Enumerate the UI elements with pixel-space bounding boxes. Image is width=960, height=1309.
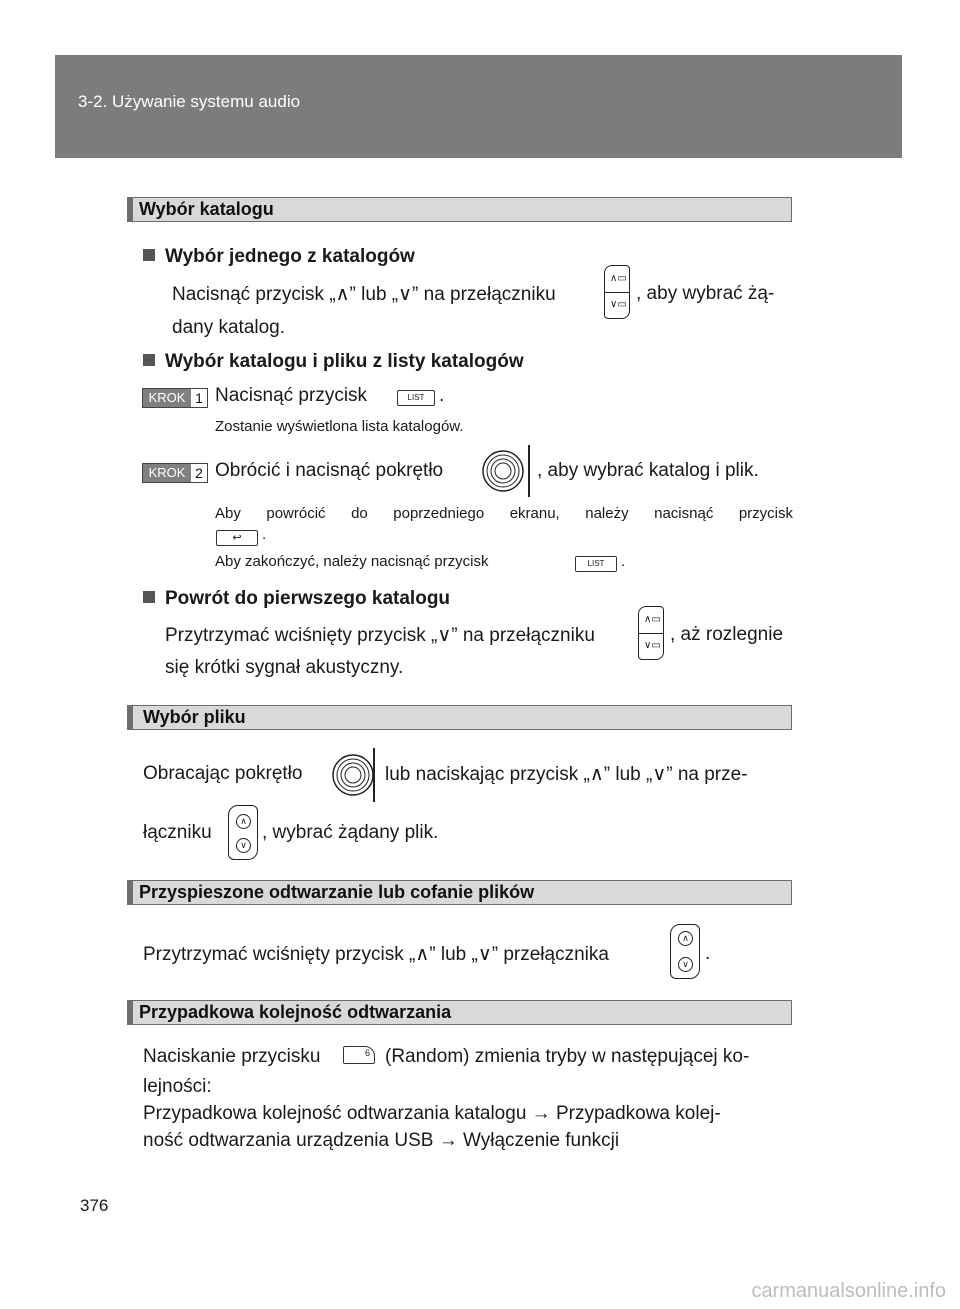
divider-line [373,748,375,802]
text-line: lejności: [143,1076,212,1097]
text-line: Przytrzymać wciśnięty przycisk „∧” lub „… [143,944,609,965]
text-line: ność odtwarzania urządzenia USB → Wyłącz… [143,1130,620,1151]
text-line: , aby wybrać żą- [636,283,775,304]
seek-switch-icon: ∧▭∨▭ [604,265,630,319]
section-title-file-select: Wybór pliku [127,705,792,730]
divider-line [528,445,530,497]
text-line: Przypadkowa kolejność odtwarzania katalo… [143,1103,721,1124]
bullet-return-first-folder: Powrót do pierwszego katalogu [143,588,450,610]
text-line: , wybrać żądany plik. [262,822,439,843]
text-dot: . [621,553,626,570]
list-button-icon: LIST [575,556,617,572]
step2-text-end: , aby wybrać katalog i plik. [537,460,759,481]
text-line: , aż rozlegnie [670,624,784,645]
text-line: Nacisnąć przycisk „∧” lub „∨” na przełąc… [172,284,556,305]
text-line: dany katalog. [172,317,286,338]
bullet-square-icon [143,249,155,261]
seek-switch-icon: ∧∨ [670,924,700,979]
seek-switch-icon: ∧▭∨▭ [638,606,664,660]
page-number: 376 [80,1196,109,1215]
text-dot: . [262,526,267,543]
text-line: łączniku [143,822,212,843]
text-line: się krótki sygnał akustyczny. [165,657,404,678]
text-line: (Random) zmienia tryby w następującej ko… [385,1046,750,1067]
section-title-fast-forward: Przyspieszone odtwarzanie lub cofanie pl… [127,880,792,905]
section-title-folder-select: Wybór katalogu [127,197,792,222]
dial-knob-icon [482,450,524,492]
step2-text: Obrócić i nacisnąć pokrętło [215,460,444,481]
text-line: Przytrzymać wciśnięty przycisk „∨” na pr… [165,625,595,646]
bullet-select-one-folder: Wybór jednego z katalogów [143,246,415,268]
random-button-icon: 6 [343,1046,375,1064]
bullet-square-icon [143,591,155,603]
step2-note2: Aby zakończyć, należy nacisnąć przycisk [215,553,489,570]
header-bar [55,55,902,158]
bullet-folder-file-list: Wybór katalogu i pliku z listy katalogów [143,351,524,373]
step2-note1: Aby powrócić do poprzedniego ekranu, nal… [215,505,793,522]
back-button-icon: ↩ [216,530,258,546]
watermark: carmanualsonline.info [751,1280,946,1302]
text-dot: . [705,943,711,964]
text-line: Obracając pokrętło [143,763,303,784]
bullet-square-icon [143,354,155,366]
section-header: 3-2. Używanie systemu audio [78,92,301,111]
section-title-random: Przypadkowa kolejność odtwarzania [127,1000,792,1025]
dial-knob-icon [332,754,374,796]
seek-switch-icon: ∧∨ [228,805,258,860]
list-button-icon: LIST [397,390,435,406]
text-dot: . [439,385,445,406]
text-line: lub naciskając przycisk „∧” lub „∨” na p… [385,764,748,785]
step1-text: Nacisnąć przycisk [215,385,368,406]
step1-note: Zostanie wyświetlona lista katalogów. [215,418,464,435]
text-line: Naciskanie przycisku [143,1046,321,1067]
